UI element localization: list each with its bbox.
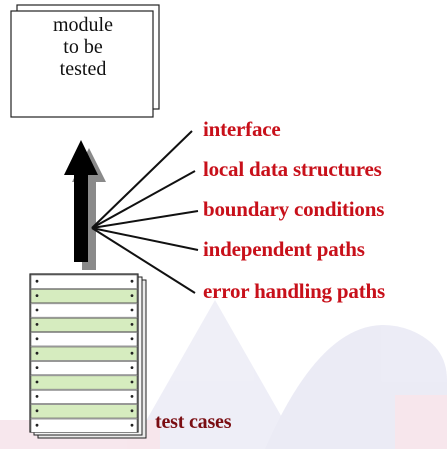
stack-row [30, 389, 138, 404]
stack-row-dot [130, 323, 134, 326]
stack-row-dot [130, 351, 134, 355]
module-box [10, 4, 160, 118]
up-arrow [64, 140, 106, 270]
stack-row-dot [35, 279, 39, 283]
stack-row-dot [35, 323, 39, 326]
stack-row-dot [35, 337, 39, 341]
test-cases-label: test cases [155, 411, 232, 433]
stack-row-dot [130, 366, 134, 369]
line-boundary [91, 210, 199, 229]
stack-row [30, 375, 138, 390]
aspect-error-handling-paths: error handling paths [203, 279, 385, 303]
line-error [91, 227, 196, 294]
connector-lines [91, 130, 199, 294]
stack-row-dot [35, 423, 39, 427]
stack-row [30, 346, 138, 361]
watermark [0, 300, 447, 449]
stack-row [30, 274, 138, 289]
line-independent [91, 227, 199, 251]
stack-row [30, 418, 138, 433]
aspect-boundary-conditions: boundary conditions [203, 197, 385, 221]
stack-row-dot [35, 380, 39, 384]
stack-row-dot [130, 423, 134, 427]
stack-row-dot [130, 308, 134, 312]
line-local-data [91, 170, 196, 229]
module-line-3: tested [59, 58, 107, 80]
module-box-label: module to be tested [13, 14, 153, 80]
stack-row [30, 404, 138, 419]
aspect-interface: interface [203, 117, 281, 141]
module-line-2: to be [63, 36, 103, 58]
stack-row-dot [130, 294, 134, 297]
stack-row [30, 289, 138, 304]
stack-row-dot [130, 380, 134, 384]
stack-row-dot [130, 337, 134, 341]
stack-row-dot [35, 351, 39, 355]
stack-row-dot [35, 366, 39, 369]
stack-rows [30, 274, 138, 433]
stack-row-dot [35, 294, 39, 297]
module-line-1: module [53, 14, 113, 36]
stack-row [30, 332, 138, 347]
stack-row-dot [130, 409, 134, 413]
stack-row [30, 303, 138, 318]
stack-row [30, 361, 138, 376]
stack-row-dot [35, 308, 39, 312]
aspect-local-data-structures: local data structures [203, 157, 382, 181]
stack-row-dot [35, 395, 39, 398]
stack-row-dot [130, 279, 134, 283]
stack-row-dot [130, 395, 134, 398]
stack-row-dot [35, 409, 39, 413]
line-interface [91, 130, 193, 229]
test-case-stack [29, 273, 147, 439]
stack-row [30, 317, 138, 332]
aspect-independent-paths: independent paths [203, 237, 365, 261]
